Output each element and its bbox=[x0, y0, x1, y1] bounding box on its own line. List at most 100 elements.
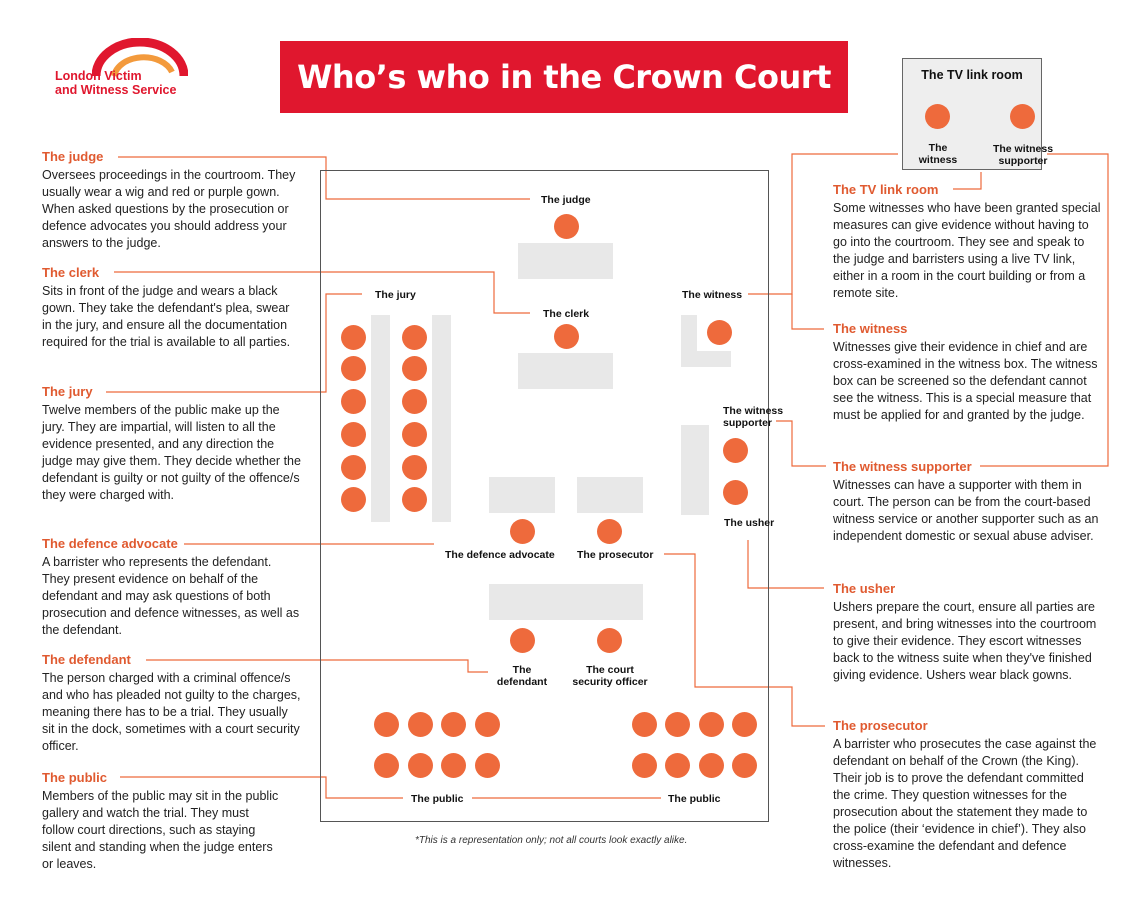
usher-seat bbox=[723, 480, 748, 505]
desc-supporter-text: Witnesses can have a supporter with them… bbox=[833, 478, 1099, 543]
jury-seat bbox=[402, 487, 427, 512]
judge-bench bbox=[518, 243, 613, 279]
witness-desc-connector bbox=[791, 294, 824, 330]
defendant-connector bbox=[146, 659, 488, 673]
prosecutor-connector bbox=[664, 553, 825, 727]
tv-supporter-seat bbox=[1010, 104, 1035, 129]
tv-supporter-label: The witness supporter bbox=[992, 143, 1054, 167]
public-seat bbox=[732, 753, 757, 778]
witness-box-front bbox=[681, 351, 731, 367]
label-witness: The witness bbox=[682, 289, 743, 301]
desc-tvlink-text: Some witnesses who have been granted spe… bbox=[833, 201, 1101, 300]
label-defendant: The defendant bbox=[496, 664, 548, 688]
public-seat bbox=[699, 712, 724, 737]
public-seat bbox=[632, 753, 657, 778]
desc-supporter-heading: The witness supporter bbox=[833, 459, 972, 474]
public-seat bbox=[374, 753, 399, 778]
public-seat bbox=[408, 712, 433, 737]
desc-defendant: The defendant The person charged with a … bbox=[42, 652, 302, 755]
label-prosecutor: The prosecutor bbox=[577, 549, 654, 561]
desc-defence: The defence advocate A barrister who rep… bbox=[42, 536, 302, 639]
desc-public-text: Members of the public may sit in the pub… bbox=[42, 789, 279, 871]
clerk-connector bbox=[114, 271, 530, 314]
label-judge: The judge bbox=[541, 194, 591, 206]
public-seat bbox=[441, 712, 466, 737]
label-public-left: The public bbox=[411, 793, 464, 805]
public-seat bbox=[475, 712, 500, 737]
public-seat bbox=[665, 712, 690, 737]
jury-seat bbox=[402, 356, 427, 381]
jury-seat bbox=[341, 487, 366, 512]
footnote: *This is a representation only; not all … bbox=[415, 835, 688, 846]
desc-tvlink-heading: The TV link room bbox=[833, 182, 939, 197]
tv-link-room: The TV link room The witness The witness… bbox=[902, 58, 1053, 170]
desc-witness: The witness Witnesses give their evidenc… bbox=[833, 321, 1101, 424]
label-public-right: The public bbox=[668, 793, 721, 805]
desc-tvlink: The TV link room Some witnesses who have… bbox=[833, 182, 1101, 302]
supporter-seat bbox=[723, 438, 748, 463]
jury-seat bbox=[341, 356, 366, 381]
jury-seat bbox=[341, 422, 366, 447]
label-usher: The usher bbox=[724, 517, 775, 529]
desc-judge-text: Oversees proceedings in the courtroom. T… bbox=[42, 168, 296, 250]
judge-connector bbox=[118, 156, 530, 200]
public-seat bbox=[408, 753, 433, 778]
supporter-bench bbox=[681, 425, 709, 515]
logo-line-2: and Witness Service bbox=[55, 83, 177, 97]
public-seat bbox=[475, 753, 500, 778]
tv-room-title: The TV link room bbox=[921, 68, 1023, 82]
security-officer-seat bbox=[597, 628, 622, 653]
desc-defendant-heading: The defendant bbox=[42, 652, 131, 667]
tv-supporter-connector bbox=[980, 153, 1109, 467]
desc-judge: The judge Oversees proceedings in the co… bbox=[42, 149, 302, 252]
desc-jury: The jury Twelve members of the public ma… bbox=[42, 384, 302, 504]
desc-prosecutor: The prosecutor A barrister who prosecute… bbox=[833, 718, 1101, 872]
jury-seat bbox=[402, 455, 427, 480]
jury-seat bbox=[402, 389, 427, 414]
desc-defence-heading: The defence advocate bbox=[42, 536, 178, 551]
desc-prosecutor-text: A barrister who prosecutes the case agai… bbox=[833, 737, 1097, 870]
desc-defendant-text: The person charged with a criminal offen… bbox=[42, 671, 301, 753]
prosecution-desk bbox=[577, 477, 643, 513]
defence-desk bbox=[489, 477, 555, 513]
usher-connector bbox=[747, 540, 824, 589]
defence-seat bbox=[510, 519, 535, 544]
desc-supporter: The witness supporter Witnesses can have… bbox=[833, 459, 1101, 545]
desc-witness-heading: The witness bbox=[833, 321, 908, 336]
desc-jury-heading: The jury bbox=[42, 384, 93, 399]
public-seat bbox=[732, 712, 757, 737]
desc-clerk: The clerk Sits in front of the judge and… bbox=[42, 265, 302, 351]
logo: London Victim and Witness Service bbox=[55, 69, 176, 97]
desc-clerk-text: Sits in front of the judge and wears a b… bbox=[42, 284, 291, 349]
desc-jury-text: Twelve members of the public make up the… bbox=[42, 403, 301, 502]
jury-bench-2 bbox=[432, 315, 451, 522]
desc-public: The public Members of the public may sit… bbox=[42, 770, 282, 873]
jury-seat bbox=[341, 389, 366, 414]
jury-connector bbox=[106, 293, 362, 393]
clerk-seat bbox=[554, 324, 579, 349]
dock bbox=[489, 584, 643, 620]
prosecutor-seat bbox=[597, 519, 622, 544]
supporter-connector bbox=[776, 420, 826, 467]
desc-public-heading: The public bbox=[42, 770, 107, 785]
defendant-seat bbox=[510, 628, 535, 653]
jury-seat bbox=[341, 325, 366, 350]
jury-seat bbox=[402, 422, 427, 447]
witness-connector bbox=[748, 153, 898, 295]
public-seat bbox=[374, 712, 399, 737]
jury-bench-1 bbox=[371, 315, 390, 522]
desc-prosecutor-heading: The prosecutor bbox=[833, 718, 928, 733]
page-title: Who’s who in the Crown Court bbox=[297, 58, 831, 96]
public-seat bbox=[665, 753, 690, 778]
public-seat bbox=[632, 712, 657, 737]
desc-judge-heading: The judge bbox=[42, 149, 104, 164]
judge-seat bbox=[554, 214, 579, 239]
tv-witness-label: The witness bbox=[918, 142, 958, 166]
tv-witness-seat bbox=[925, 104, 950, 129]
desc-usher-heading: The usher bbox=[833, 581, 896, 596]
desc-clerk-heading: The clerk bbox=[42, 265, 100, 280]
label-supporter: The witness supporter bbox=[723, 405, 784, 429]
tvlink-connector bbox=[953, 172, 982, 190]
logo-arc-icon bbox=[92, 38, 188, 77]
